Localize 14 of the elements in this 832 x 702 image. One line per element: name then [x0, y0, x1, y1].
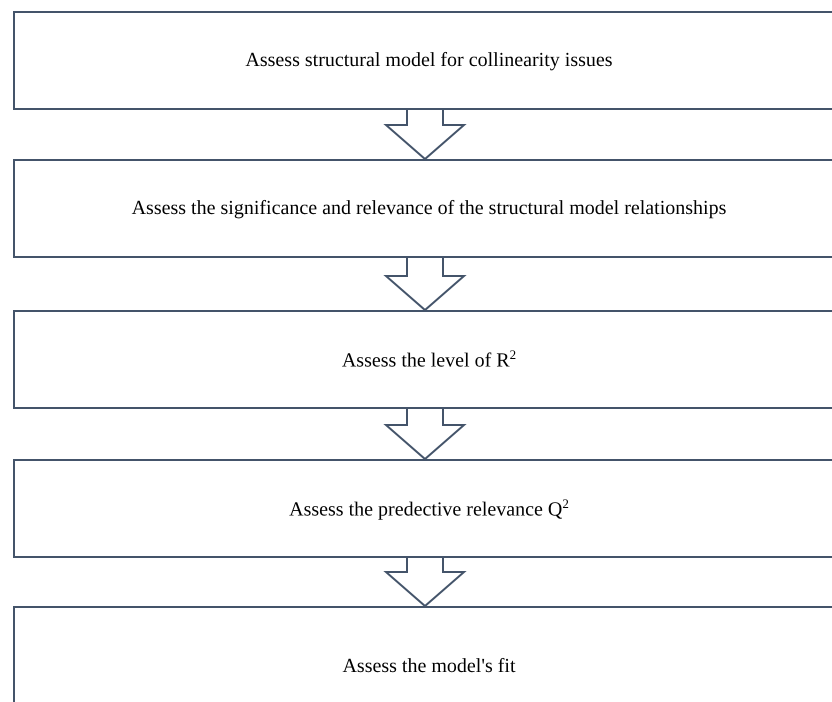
- process-box: [13, 159, 832, 258]
- process-box: [13, 459, 832, 558]
- step-text: Assess the level of R$^{2}$: [342, 346, 516, 372]
- block-arrow: [383, 407, 467, 460]
- step-text: Assess the significance and relevance of the structural model relationships: [132, 197, 726, 220]
- block-arrow: [383, 556, 467, 608]
- step-text: Assess the predective relevance Q$^{2}$: [289, 496, 569, 522]
- step-text: Assess the model's fit: [342, 654, 516, 678]
- step-text: Assess structural model for collinearity issues: [245, 49, 613, 72]
- process-box: [13, 11, 832, 110]
- process-box: [13, 310, 832, 409]
- process-box: [13, 606, 832, 702]
- block-arrow: [383, 256, 467, 312]
- block-arrow: [383, 108, 467, 160]
